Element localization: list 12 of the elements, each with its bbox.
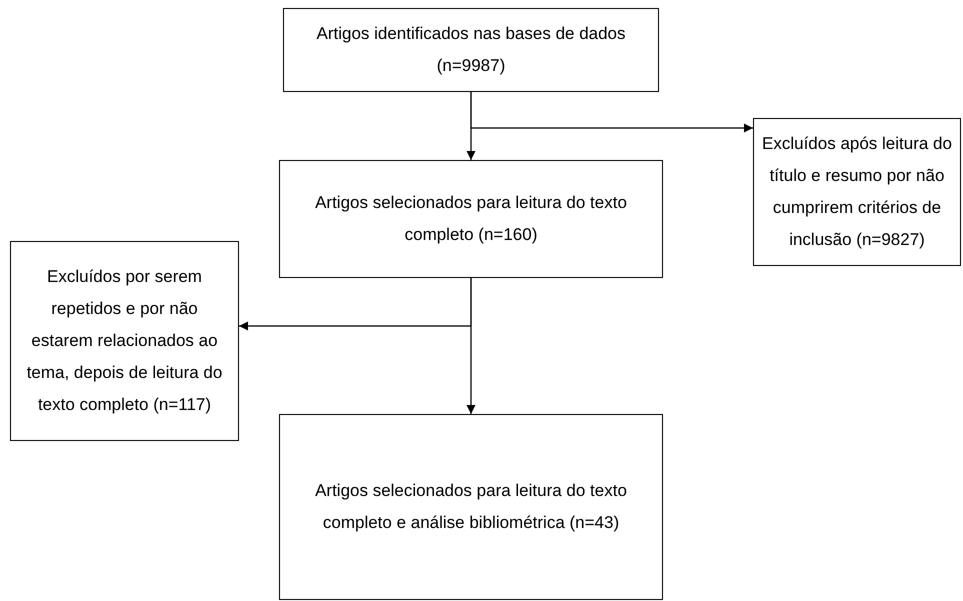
arrow	[470, 92, 753, 132]
process-box	[10, 241, 239, 441]
box-text: Artigos identificados nas bases de dados (n=9987)	[315, 23, 627, 77]
process-box	[279, 414, 663, 600]
process-box	[753, 118, 961, 266]
box-text: Excluídos após leitura do título e resumo por não cumprirem critérios de inclusão (n=9827)	[762, 133, 952, 251]
box-text: Artigos selecionados para leitura do texto completo (n=160)	[314, 192, 628, 246]
box-text: Excluídos por serem repetidos e por não estarem relacionados ao tema, depois de leitura do texto completo (n=117)	[26, 266, 224, 416]
process-box	[283, 8, 659, 92]
process-box	[279, 160, 663, 278]
arrow	[239, 278, 472, 330]
box-text: Artigos selecionados para leitura do texto completo e análise bibliométrica (n=43)	[314, 480, 628, 534]
